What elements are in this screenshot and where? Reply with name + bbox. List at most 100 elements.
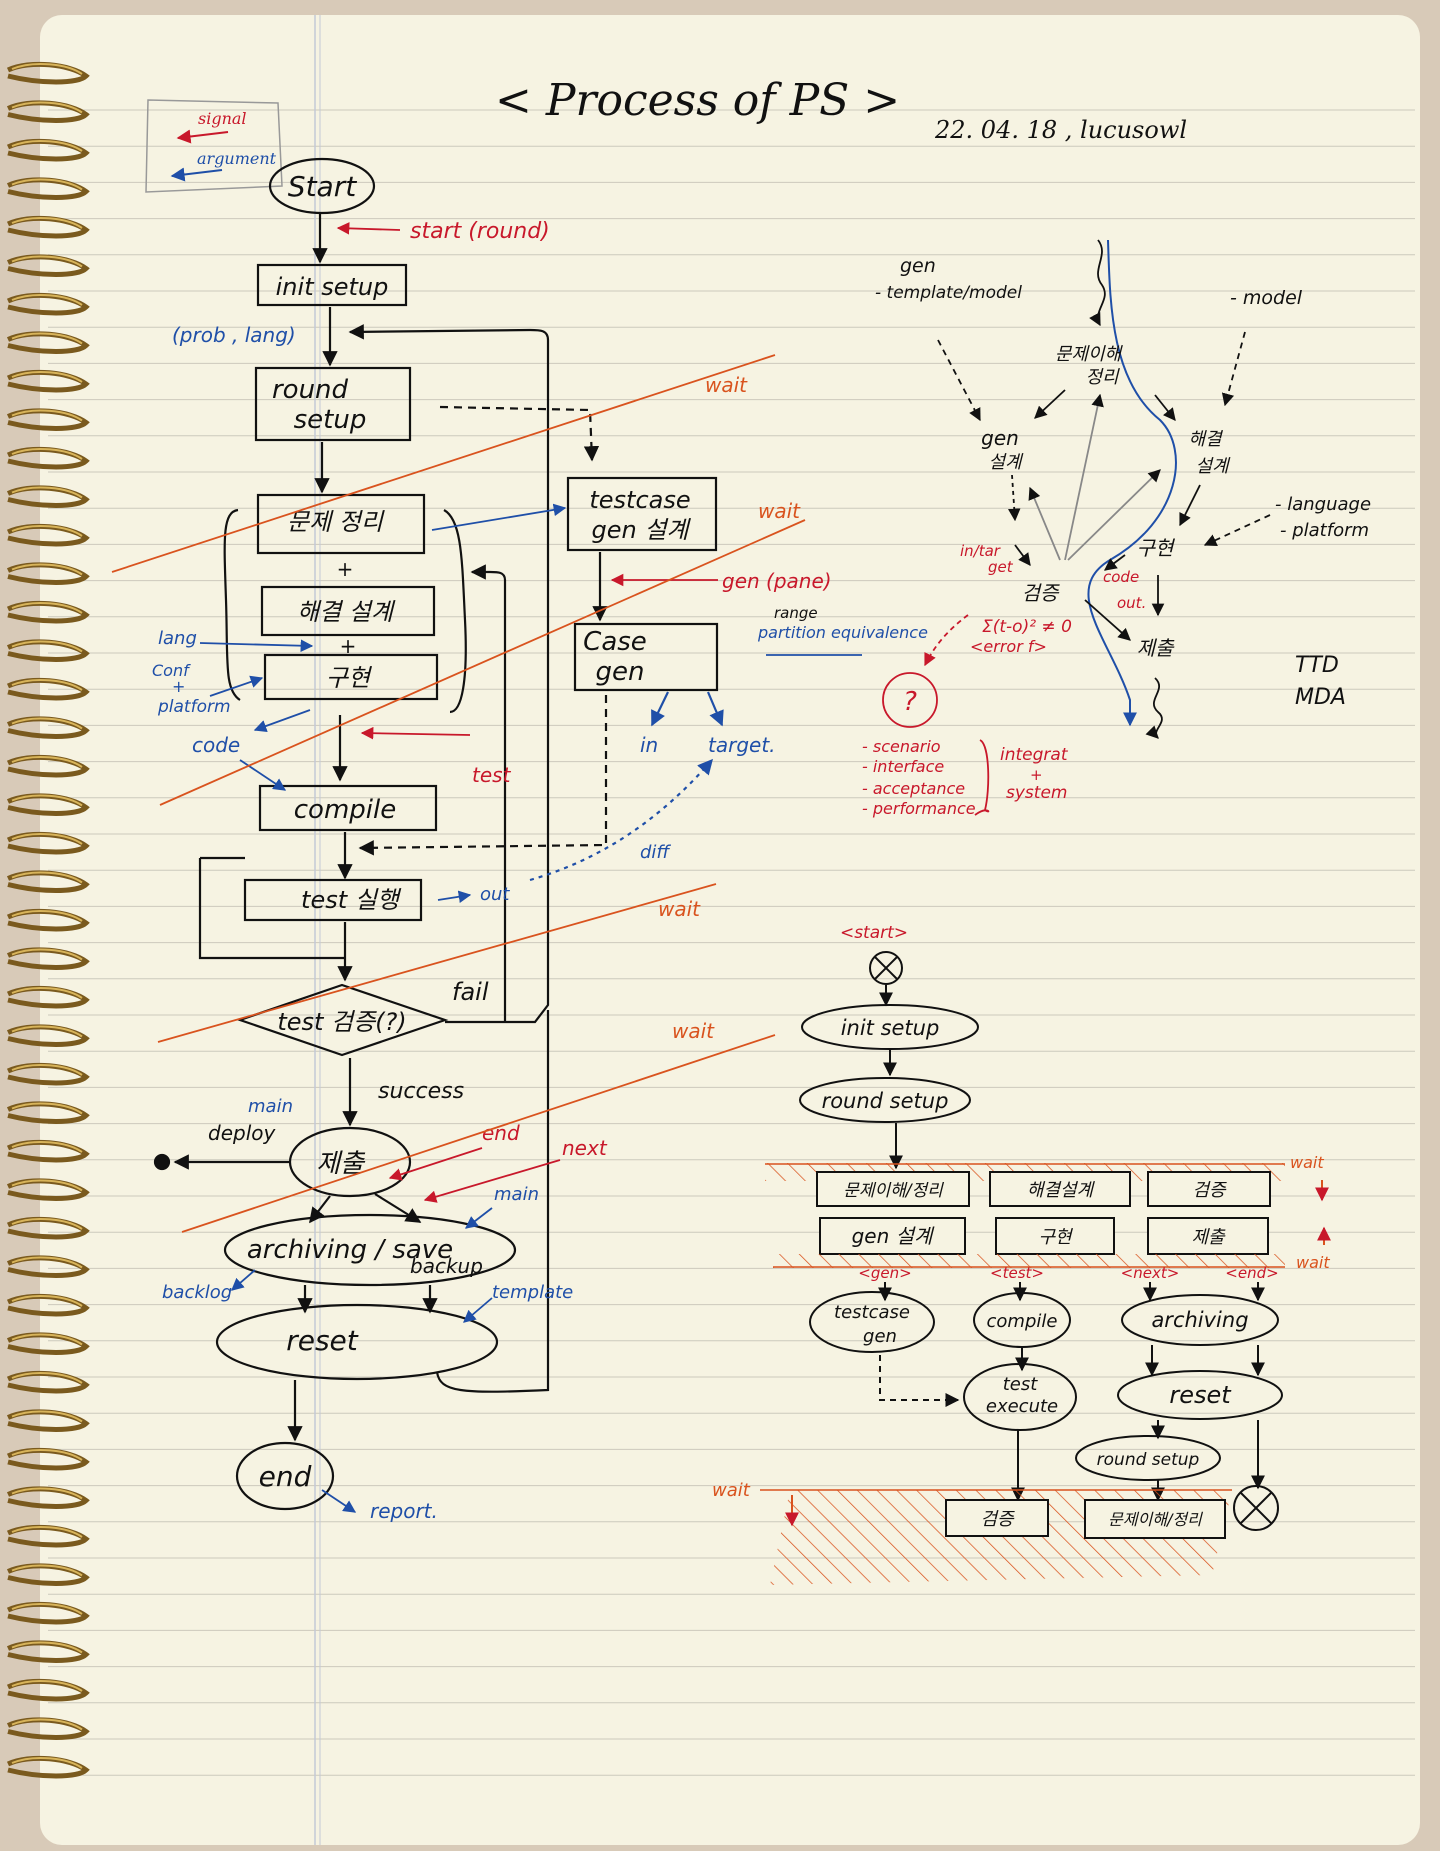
target-label: target. [708, 733, 776, 757]
cm-test-2: - interface [862, 757, 944, 776]
spiral-ring-highlight [11, 1141, 83, 1153]
spiral-ring-highlight [11, 871, 83, 884]
prob-to-sol [1154, 394, 1176, 421]
spiral-ring-highlight [11, 1641, 83, 1654]
sd-state-gen [819, 1217, 966, 1255]
compile-label: compile [294, 795, 396, 825]
state-diagram-labels: <start> init setup round setup 문제이해/정리 해… [712, 923, 1330, 1530]
sd-hatch-bottom [773, 1254, 1285, 1268]
cm-model: - model [1230, 287, 1303, 309]
spiral-ring-highlight [11, 1680, 83, 1692]
cm-integrat: integrat [1000, 745, 1069, 765]
spiral-ring-highlight [11, 1372, 83, 1384]
cm-language: - language [1275, 494, 1371, 515]
deploy-terminal [153, 1153, 171, 1171]
spiral-ring-highlight [11, 1526, 83, 1538]
cm-out: out. [1117, 594, 1146, 612]
archiving-label: archiving / save [247, 1235, 453, 1265]
date-author: 22. 04. 18 , lucusowl [934, 116, 1187, 144]
verify-to-gen [1028, 486, 1061, 561]
page-title: < Process of PS > [495, 75, 900, 126]
sd-tc-label-2: gen [863, 1326, 897, 1347]
spiral-ring-highlight [11, 409, 83, 422]
sd-init-node [801, 1004, 979, 1050]
conf-label: Conf [152, 661, 191, 680]
wait-lines [111, 354, 806, 1233]
round-to-gen-dashed [439, 405, 600, 462]
spiral-ring-highlight [11, 1718, 83, 1731]
sd-state-verify [1147, 1171, 1271, 1207]
implement-label: 구현 [326, 664, 373, 692]
cm-plus: + [1030, 766, 1043, 784]
cm-question: ? [903, 687, 917, 717]
sd-start-x2 [874, 956, 898, 980]
backup-label: backup [410, 1254, 483, 1278]
spiral-ring-highlight [11, 1256, 83, 1269]
legend-signal: signal [198, 109, 247, 128]
deploy-label: deploy [208, 1121, 276, 1145]
partition-label: partition equivalence [757, 623, 928, 642]
sd-signal-gen: <gen> [858, 1264, 911, 1282]
right-brace [443, 509, 467, 714]
verify-to-submit [1084, 599, 1131, 641]
implement-box [263, 653, 439, 701]
cm-get: get [988, 558, 1014, 576]
spiral-binding [6, 61, 90, 1779]
sd-wait-top-label: wait [1290, 1153, 1324, 1172]
main-red-arrows [336, 222, 718, 1203]
spiral-ring-highlight [11, 1102, 83, 1115]
sd-compile-node [973, 1292, 1071, 1348]
gen-branch-labels: testcase gen 설계 gen (pane) range partiti… [583, 486, 928, 757]
left-brace [223, 508, 241, 701]
start-signal-arrow [336, 222, 401, 235]
test-run-label: test 실행 [301, 886, 402, 914]
ruled-lines [48, 109, 1415, 1776]
spiral-ring-highlight [11, 1487, 83, 1500]
test-run-box [243, 878, 423, 922]
target-diff-dashed [529, 758, 714, 882]
gen-signal-label: gen (pane) [722, 569, 832, 593]
cm-problem-2: 정리 [1085, 367, 1120, 388]
start-node [268, 157, 376, 215]
spiral-ring-highlight [11, 1295, 83, 1307]
sd-final-problem-label: 문제이해/정리 [1108, 1510, 1203, 1529]
cm-code: code [1103, 568, 1139, 586]
cm-system: system [1006, 783, 1067, 803]
init-setup-label: init setup [276, 273, 389, 301]
sd-round2-node [1075, 1435, 1221, 1481]
spiral-ring-highlight [11, 679, 83, 691]
legend-argument: argument [197, 149, 277, 168]
reset-loop [435, 1010, 550, 1393]
spiral-ring-highlight [11, 948, 83, 961]
wait-line-4 [181, 1034, 776, 1233]
cm-error-f: <error f> [970, 637, 1047, 656]
spiral-ring-highlight [11, 987, 83, 999]
sd-init-label: init setup [841, 1016, 940, 1040]
round-label-1: round [272, 375, 349, 405]
sd-archiving-node [1121, 1294, 1279, 1346]
case-target-arrow [706, 691, 724, 727]
squiggle-bottom [1145, 677, 1163, 739]
spiral-ring-highlight [11, 602, 83, 614]
question-circle [882, 672, 938, 728]
reset-node [215, 1303, 499, 1381]
sd-state-gen-label: gen 설계 [852, 1224, 935, 1248]
code-out-arrow [253, 709, 311, 733]
test-signal-arrow [360, 726, 471, 740]
wait-label-2: wait [758, 499, 801, 523]
sd-start-label: <start> [840, 923, 908, 943]
cm-test-4: - performance [862, 799, 976, 818]
case-gen-label-1: Case [583, 627, 647, 657]
spiral-ring-highlight [11, 1410, 83, 1423]
verify-to-prob [1064, 393, 1104, 561]
case-to-compile-dashed [358, 695, 608, 856]
sd-round-node [799, 1077, 971, 1123]
cm-test-3: - acceptance [862, 779, 965, 798]
next-signal-arrow [423, 1159, 561, 1203]
concept-map [882, 239, 1271, 816]
wait-line-2 [159, 519, 806, 806]
sd-state-problem-label: 문제이해/정리 [843, 1181, 944, 1201]
concept-map-labels: gen - template/model - model 문제이해 정리 gen… [862, 255, 1371, 818]
spiral-ring-highlight [11, 1025, 83, 1038]
